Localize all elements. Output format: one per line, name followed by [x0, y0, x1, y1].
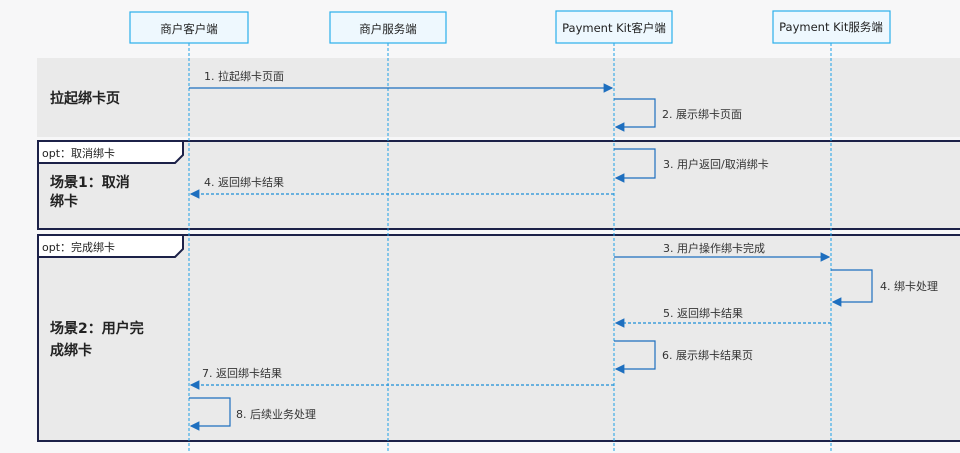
section-complete-label-2: 成绑卡	[50, 342, 92, 359]
message-label-7: 7. 返回绑卡结果	[202, 367, 282, 380]
message-label-5: 5. 返回绑卡结果	[663, 307, 743, 320]
participant-merchant-client	[129, 11, 249, 44]
message-arrow-3a	[614, 148, 656, 183]
participant-label: Payment Kit客户端	[562, 21, 666, 35]
message-label-2: 2. 展示绑卡页面	[662, 108, 742, 121]
participant-label: 商户客户端	[160, 22, 218, 36]
section-launch-band	[37, 58, 960, 137]
message-label-4b: 4. 绑卡处理	[880, 280, 938, 293]
message-label-3a: 3. 用户返回/取消绑卡	[663, 157, 769, 171]
participant-kit-server	[772, 10, 891, 44]
message-arrow-4b	[831, 269, 873, 307]
frame-complete-label: opt：完成绑卡	[42, 240, 115, 254]
section-complete-label-1: 场景2：用户完	[50, 320, 144, 337]
section-cancel-label-1: 场景1：取消	[50, 174, 130, 191]
participant-kit-client	[555, 10, 673, 44]
message-label-8: 8. 后续业务处理	[236, 407, 316, 421]
message-label-4a: 4. 返回绑卡结果	[204, 176, 284, 189]
section-launch-label: 拉起绑卡页	[50, 90, 120, 107]
section-cancel-label-2: 绑卡	[50, 193, 78, 210]
frame-cancel-label: opt：取消绑卡	[42, 146, 115, 160]
message-label-3b: 3. 用户操作绑卡完成	[663, 241, 765, 255]
message-arrow-2	[614, 98, 656, 132]
message-arrow-8	[189, 397, 231, 431]
participant-label: Payment Kit服务端	[779, 20, 883, 34]
frame-complete	[37, 234, 960, 442]
frame-cancel	[37, 140, 960, 230]
frame-cancel-tab	[37, 140, 184, 164]
message-label-1: 1. 拉起绑卡页面	[204, 69, 284, 83]
message-arrow-6	[614, 340, 656, 374]
message-label-6: 6. 展示绑卡结果页	[662, 349, 753, 362]
participant-merchant-server	[329, 11, 447, 44]
frame-complete-tab	[37, 234, 184, 258]
participant-label: 商户服务端	[359, 22, 417, 36]
